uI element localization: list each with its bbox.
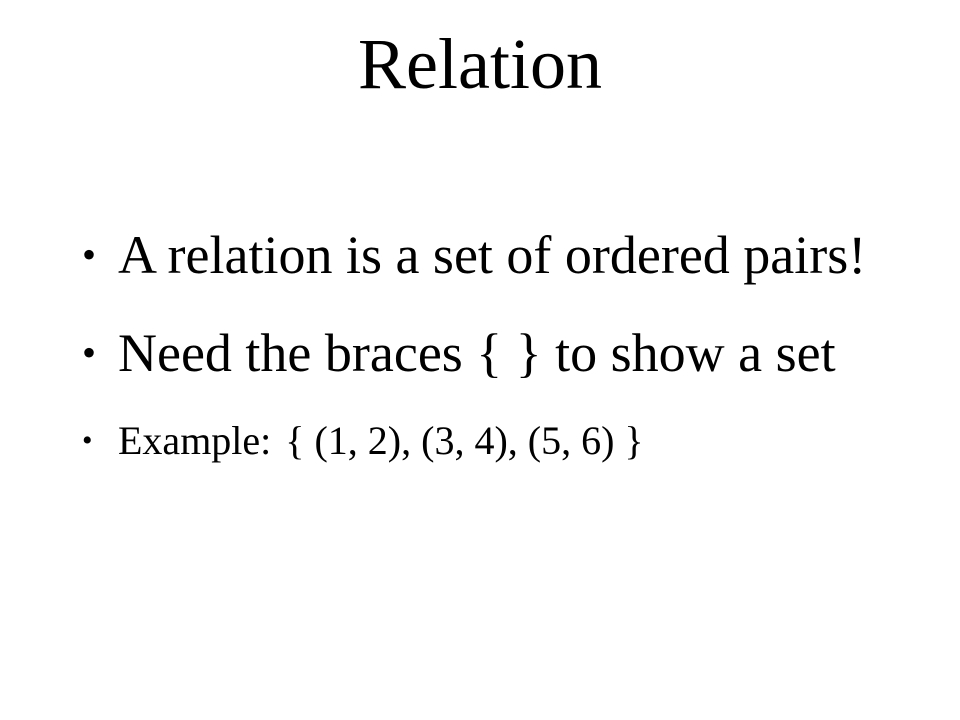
bullet-item-example: • Example: { (1, 2), (3, 4), (5, 6) } [82,416,882,466]
bullet-text: Need the braces { } to show a set [118,323,836,383]
bullet-marker: • [82,232,97,277]
bullet-marker: • [82,424,93,457]
bullet-text: A relation is a set of ordered pairs! [118,225,867,285]
slide-title: Relation [358,24,602,104]
bullet-marker: • [82,330,97,375]
bullet-item-definition: • A relation is a set of ordered pairs! [82,226,882,284]
example-set: { (1, 2), (3, 4), (5, 6) } [285,418,644,463]
bullet-list: • A relation is a set of ordered pairs! … [82,226,882,466]
bullet-item-braces: • Need the braces { } to show a set [82,324,882,382]
example-label: Example: [118,418,272,463]
